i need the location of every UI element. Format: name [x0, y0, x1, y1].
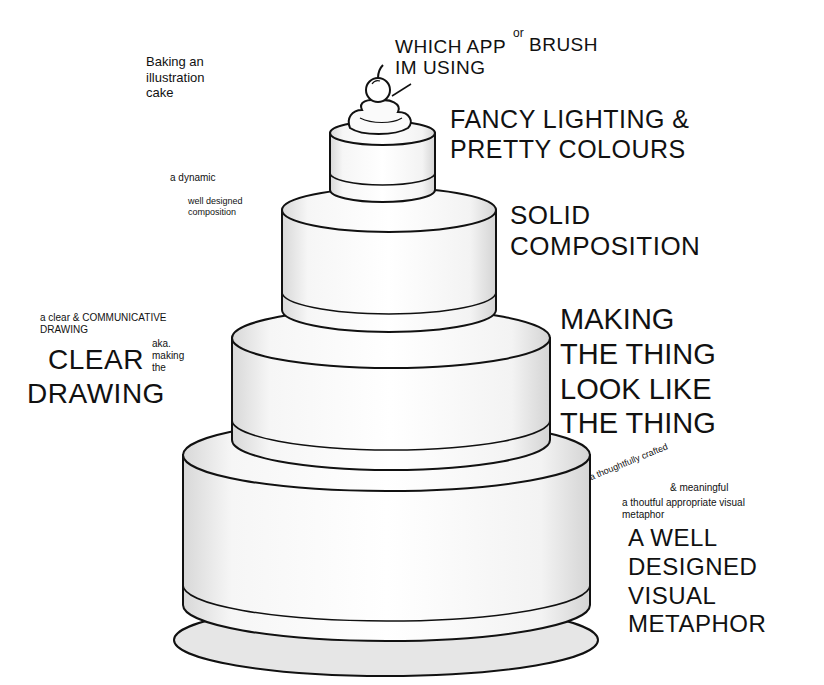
leader-line — [392, 84, 411, 96]
small-note: a thoughtfully crafted — [588, 441, 670, 482]
top-label: WHICH APP — [395, 36, 506, 59]
small-note: a dynamic — [170, 172, 216, 184]
small-note: or — [513, 26, 524, 40]
title-note: Baking an illustration cake — [146, 54, 230, 101]
tier-label: SOLID COMPOSITION — [510, 200, 730, 262]
small-note: & meaningful — [670, 482, 728, 494]
top-label: BRUSH — [529, 34, 598, 57]
small-note: a clear & COMMUNICATIVE DRAWING — [40, 312, 190, 336]
side-label: CLEAR DRAWING — [20, 343, 172, 410]
small-note: well designed composition — [188, 196, 262, 218]
small-note: aka. making the — [152, 338, 194, 374]
top-label: IM USING — [395, 57, 486, 80]
tier-label: MAKING THE THING LOOK LIKE THE THING — [560, 302, 732, 441]
small-note: a thoutful appropriate visual metaphor — [622, 497, 772, 521]
tier-label: A WELL DESIGNED VISUAL METAPHOR — [628, 524, 778, 639]
tier-label: FANCY LIGHTING & PRETTY COLOURS — [450, 104, 750, 164]
